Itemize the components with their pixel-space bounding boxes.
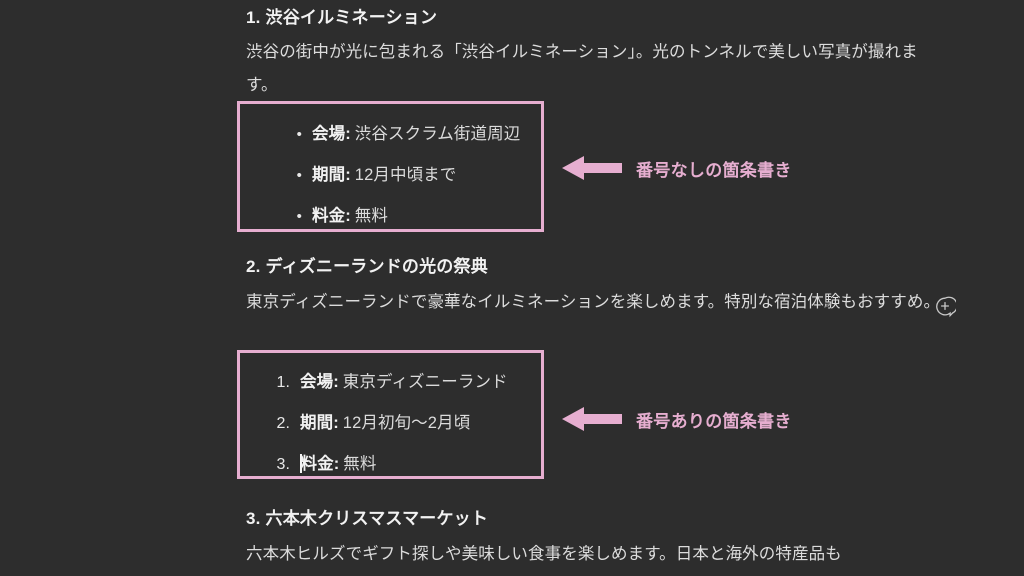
list-item-label: 期間: — [312, 166, 351, 184]
section-heading-3: 3. 六本木クリスマスマーケット — [246, 509, 489, 528]
list-item-value: 12月中頃まで — [354, 166, 457, 184]
list-item-label: 会場: — [312, 125, 351, 143]
list-item[interactable]: 2. 期間:12月初旬〜2月頃 — [250, 409, 470, 433]
list-marker: • — [296, 208, 302, 225]
list-item[interactable]: 3. 料金:無料 — [250, 450, 377, 474]
list-item-value: 12月初旬〜2月頃 — [342, 414, 471, 432]
list-item-label: 期間: — [300, 414, 339, 432]
list-marker: 1. — [276, 374, 290, 391]
list-item-value: 渋谷スクラム街道周辺 — [354, 125, 521, 143]
list-marker: 3. — [276, 456, 290, 473]
annotation-label: 番号なしの箇条書き — [636, 160, 792, 180]
add-comment-icon[interactable] — [934, 296, 958, 318]
list-item[interactable]: • 料金:無料 — [262, 202, 388, 226]
annotation-ordered: 番号ありの箇条書き — [562, 404, 792, 434]
list-item-value: 無料 — [354, 207, 388, 225]
text-caret — [300, 454, 302, 473]
list-item-value: 無料 — [343, 455, 377, 473]
unordered-list-highlight-box: • 会場:渋谷スクラム街道周辺 • 期間:12月中頃まで • 料金:無料 — [237, 101, 544, 232]
section-paragraph-3: 六本木ヒルズでギフト探しや美味しい食事を楽しめます。日本と海外の特産品も — [246, 545, 842, 563]
list-marker: • — [296, 126, 302, 143]
list-item[interactable]: • 期間:12月中頃まで — [262, 161, 457, 185]
left-arrow-icon — [562, 407, 622, 431]
list-item[interactable]: 1. 会場:東京ディズニーランド — [250, 368, 508, 392]
ordered-list-highlight-box: 1. 会場:東京ディズニーランド 2. 期間:12月初旬〜2月頃 3. 料金:無料 — [237, 350, 544, 479]
section-paragraph-2: 東京ディズニーランドで豪華なイルミネーションを楽しめます。特別な宿泊体験もおすす… — [246, 293, 941, 311]
section-heading-1: 1. 渋谷イルミネーション — [246, 8, 438, 27]
left-arrow-icon — [562, 156, 622, 180]
list-marker: 2. — [276, 415, 290, 432]
list-marker: • — [296, 167, 302, 184]
add-comment-glyph — [936, 296, 958, 318]
list-item[interactable]: • 会場:渋谷スクラム街道周辺 — [262, 120, 521, 144]
section-paragraph-1: 渋谷の街中が光に包まれる「渋谷イルミネーション」。光のトンネルで美しい写真が撮れ… — [246, 43, 918, 94]
list-item-label: 料金: — [300, 455, 340, 473]
annotation-unordered: 番号なしの箇条書き — [562, 153, 792, 183]
section-heading-2: 2. ディズニーランドの光の祭典 — [246, 257, 488, 276]
list-item-label: 会場: — [300, 373, 339, 391]
list-item-label: 料金: — [312, 207, 351, 225]
list-item-value: 東京ディズニーランド — [342, 373, 508, 391]
annotation-label: 番号ありの箇条書き — [636, 411, 792, 431]
